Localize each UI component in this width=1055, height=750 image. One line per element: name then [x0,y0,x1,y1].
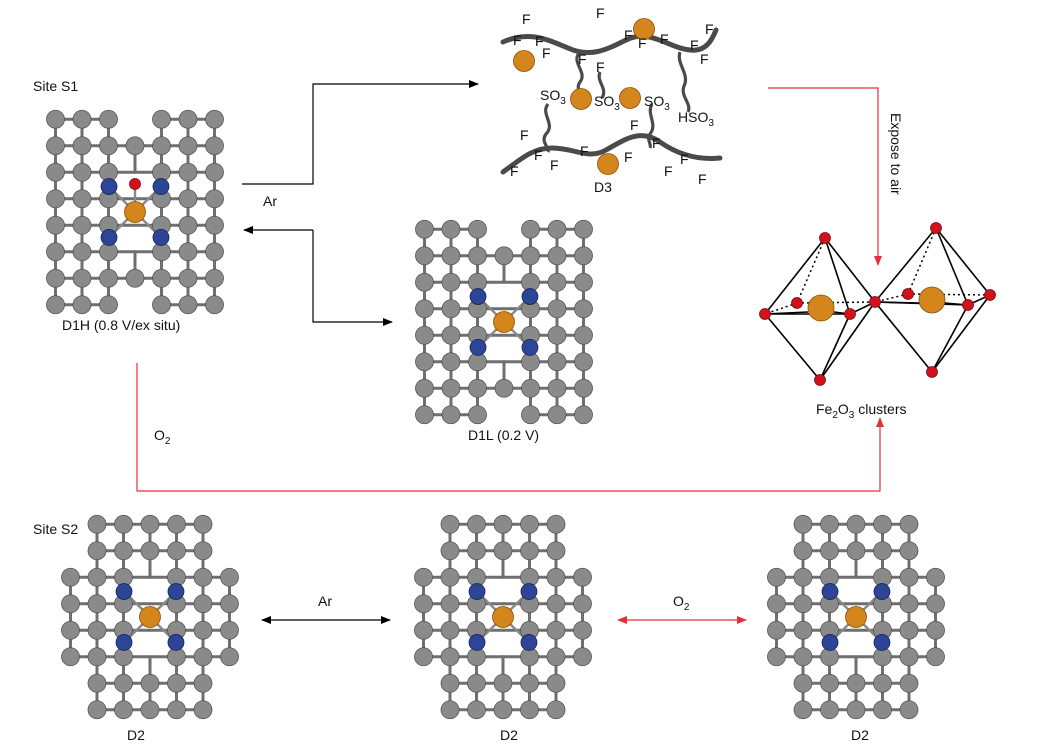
nitrogen-atom [167,634,185,651]
carbon-atoms [46,109,224,315]
fe2o3-clusters-label: Fe2O3 clusters [816,401,906,421]
d2-label-left: D2 [127,727,145,743]
iron-ion-2 [633,18,655,40]
carbon-atoms [415,219,593,425]
iron-atom-cluster-1 [807,294,835,322]
d2-label-middle: D2 [500,727,518,743]
fluorine-label: F [705,21,714,37]
iron-atom [845,606,867,628]
o2-label-bottom: O2 [673,593,690,613]
fluorine-label: F [680,151,689,167]
expose-to-air-label: Expose to air [888,113,904,195]
fluorine-label: F [510,163,519,179]
nitrogen-atom [100,229,118,246]
d2-molecule-middle [414,514,592,720]
d2-molecule-left [61,514,239,720]
fluorine-label: F [690,37,699,53]
d2-label-right: D2 [851,727,869,743]
fluorine-label: F [660,31,669,47]
iron-atom [492,606,514,628]
iron-atom-cluster-2 [918,286,946,314]
d1l-label: D1L (0.2 V) [468,427,539,443]
site-s2-label: Site S2 [33,521,78,537]
iron-atom [124,201,146,223]
fluorine-label: F [522,11,531,27]
ar-label-top: Ar [263,193,277,209]
iron-ion-5 [597,153,619,175]
fluorine-label: F [578,51,587,67]
carbon-atoms [61,514,239,720]
fluorine-label: F [534,147,543,163]
hso3-label: HSO3 [678,109,714,129]
iron-ion-3 [570,88,592,110]
nitrogen-atom [521,339,539,356]
fluorine-label: F [513,32,522,48]
arrow-d3-to-fe2o3 [768,87,882,266]
fluorine-label: F [664,163,673,179]
iron-atom [139,606,161,628]
d2-molecule-right [767,514,945,720]
o2-label-left: O2 [154,427,171,447]
d1l-molecule [415,219,593,425]
d1h-label: D1H (0.8 V/ex situ) [62,317,180,333]
fluorine-label: F [542,45,551,61]
nitrogen-atom [821,634,839,651]
fe2o3-cluster-structure [759,222,996,386]
nitrogen-atom [521,288,539,305]
fluorine-label: F [630,117,639,133]
d3-label: D3 [594,179,612,195]
nitrogen-atom [468,583,486,600]
fluorine-label: F [596,5,605,21]
fluorine-label: F [596,59,605,75]
so3-label-c: SO3 [644,93,670,113]
fluorine-label: F [700,51,709,67]
fluorine-label: F [550,157,559,173]
oxygen-atom [129,178,141,190]
fluorine-label: F [638,35,647,51]
fluorine-label: F [520,127,529,143]
nitrogen-atom [115,634,133,651]
fluorine-label: F [535,33,544,49]
nitrogen-atom [469,339,487,356]
arrow-d1h-to-d3 [242,80,479,185]
nitrogen-atom [520,583,538,600]
nitrogen-atom [167,583,185,600]
carbon-atoms [767,514,945,720]
nitrogen-atom [115,583,133,600]
iron-atom [493,311,515,333]
fluorine-label: F [652,135,661,151]
arrows [136,80,884,624]
fluorine-label: F [624,27,633,43]
ar-label-bottom: Ar [318,593,332,609]
nitrogen-atom [873,583,891,600]
so3-label-a: SO3 [540,87,566,107]
nitrogen-atom [152,229,170,246]
fluorine-label: F [580,143,589,159]
nitrogen-atom [821,583,839,600]
d1h-molecule [46,109,224,315]
fluorine-label: F [624,149,633,165]
site-s1-label: Site S1 [33,78,78,94]
nitrogen-atom [469,288,487,305]
nitrogen-atom [873,634,891,651]
fluorine-label: F [698,171,707,187]
arrow-to-d1l [312,230,393,326]
carbon-atoms [414,514,592,720]
so3-label-b: SO3 [594,93,620,113]
nitrogen-atom [100,178,118,195]
arrow-d1h-to-fe2o3 [136,363,884,492]
nitrogen-atom [520,634,538,651]
iron-ion-1 [513,50,535,72]
iron-ion-4 [619,87,641,109]
nitrogen-atom [468,634,486,651]
nitrogen-atom [152,178,170,195]
